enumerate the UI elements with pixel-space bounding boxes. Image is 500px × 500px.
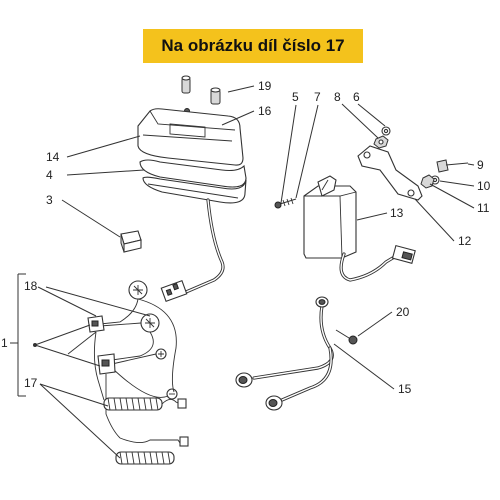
cover-part-14 — [137, 108, 244, 166]
washer-part-6 — [381, 126, 391, 136]
callout-9: 9 — [477, 158, 484, 172]
screw-part-20 — [335, 329, 358, 345]
callout-7: 7 — [314, 90, 321, 104]
bracket-part-12 — [357, 145, 423, 201]
callout-20: 20 — [396, 305, 410, 319]
callout-8: 8 — [334, 90, 341, 104]
harness-part-15 — [235, 296, 334, 411]
callout-17: 17 — [24, 376, 38, 390]
wiring-assembly-part-1 — [17, 273, 189, 465]
callout-labels: 19 16 14 4 3 5 7 8 6 9 10 11 12 13 18 1 … — [1, 79, 491, 396]
callout-10: 10 — [477, 179, 491, 193]
connector-plug — [160, 279, 188, 303]
unit-connector — [391, 244, 416, 265]
callout-15: 15 — [398, 382, 412, 396]
callout-14: 14 — [46, 150, 60, 164]
callout-12: 12 — [458, 234, 472, 248]
block-part-3 — [120, 230, 142, 253]
spiral-tube-lower — [115, 451, 175, 465]
callout-3: 3 — [46, 193, 53, 207]
bolt-part-9 — [436, 159, 469, 173]
base-part-4 — [139, 159, 247, 204]
part-number-banner: Na obrázku díl číslo 17 — [143, 29, 363, 63]
callout-19: 19 — [258, 79, 272, 93]
callout-6: 6 — [353, 90, 360, 104]
callout-5: 5 — [292, 90, 299, 104]
spiral-tube-upper — [103, 397, 163, 411]
callout-18: 18 — [24, 279, 38, 293]
leader-lines — [10, 85, 475, 459]
nut-part-11 — [420, 174, 435, 189]
callout-16: 16 — [258, 104, 272, 118]
callout-4: 4 — [46, 168, 53, 182]
control-unit-part-13 — [303, 175, 357, 259]
callout-11: 11 — [477, 201, 490, 215]
callout-1: 1 — [1, 336, 8, 350]
callout-13: 13 — [390, 206, 404, 220]
nut-part-8 — [373, 135, 389, 149]
spacer-part-19 — [181, 75, 221, 105]
screw-part-5 — [274, 197, 297, 209]
